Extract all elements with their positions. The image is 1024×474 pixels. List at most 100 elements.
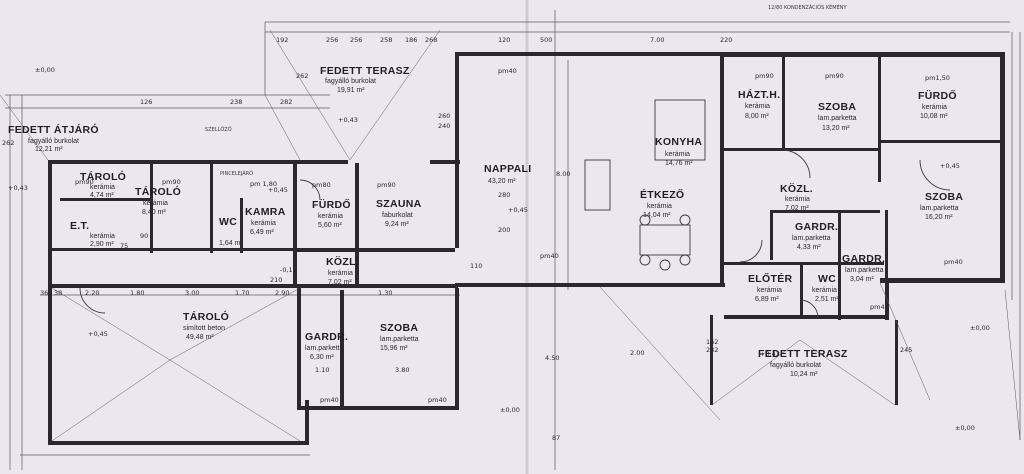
svg-text:kerámia: kerámia <box>922 104 947 111</box>
svg-text:240: 240 <box>438 122 450 130</box>
svg-text:+0,45: +0,45 <box>940 162 960 170</box>
svg-text:fagyálló burkolat: fagyálló burkolat <box>770 362 821 369</box>
svg-text:38: 38 <box>54 289 62 297</box>
svg-text:1.80: 1.80 <box>130 289 144 297</box>
svg-text:kerámia: kerámia <box>318 213 343 220</box>
svg-text:1,64 m²: 1,64 m² <box>219 240 243 247</box>
svg-text:kerámia: kerámia <box>90 233 115 240</box>
svg-text:162: 162 <box>706 338 718 346</box>
svg-text:-0,15: -0,15 <box>280 266 297 274</box>
svg-text:14,04 m²: 14,04 m² <box>643 212 671 219</box>
svg-text:+0,43: +0,43 <box>338 116 358 124</box>
room-name: KÖZL. <box>326 255 359 268</box>
svg-text:2.20: 2.20 <box>85 289 99 297</box>
svg-text:238: 238 <box>230 98 242 106</box>
room-name: FEDETT ÁTJÁRÓ <box>8 123 99 136</box>
svg-text:12,21 m²: 12,21 m² <box>35 146 63 153</box>
svg-text:256: 256 <box>350 36 362 44</box>
svg-text:256: 256 <box>326 36 338 44</box>
svg-text:7.00: 7.00 <box>650 36 664 44</box>
room-name: TÁROLÓ <box>135 185 181 198</box>
svg-text:186: 186 <box>405 36 417 44</box>
svg-text:kerámia: kerámia <box>647 203 672 210</box>
svg-text:kerámia: kerámia <box>665 151 690 158</box>
svg-text:282: 282 <box>706 346 718 354</box>
misc-labels: ±0,00 +0,43 +0,43 +0,45 +0,45 +0,45 +0,4… <box>8 3 990 432</box>
svg-text:282: 282 <box>280 98 292 106</box>
svg-text:±0,00: ±0,00 <box>955 424 975 432</box>
svg-text:43,20 m²: 43,20 m² <box>488 178 516 185</box>
svg-text:2.00: 2.00 <box>630 349 644 357</box>
svg-text:6,89 m²: 6,89 m² <box>755 296 779 303</box>
svg-text:3,04 m²: 3,04 m² <box>850 276 874 283</box>
svg-text:kerámia: kerámia <box>251 220 276 227</box>
svg-text:49,48 m²: 49,48 m² <box>186 334 214 341</box>
room-name: FEDETT TERASZ <box>758 348 848 360</box>
svg-text:pm40: pm40 <box>428 396 447 404</box>
room-name: FÜRDŐ <box>918 89 957 102</box>
room-name: WC <box>219 216 237 228</box>
svg-text:87: 87 <box>552 434 560 442</box>
svg-text:lam.parketta: lam.parketta <box>305 345 344 352</box>
room-name: SZOBA <box>380 322 418 334</box>
room-name: ÉTKEZŐ <box>640 188 684 201</box>
svg-text:+0,43: +0,43 <box>760 350 780 358</box>
room-name: GARDR. <box>795 221 838 233</box>
svg-text:2.90: 2.90 <box>275 289 289 297</box>
room-name: E.T. <box>70 220 89 232</box>
svg-text:10,24 m²: 10,24 m² <box>790 371 818 378</box>
svg-text:±0,00: ±0,00 <box>500 406 520 414</box>
dimension-frames <box>5 10 1021 470</box>
svg-text:pm40: pm40 <box>320 396 339 404</box>
svg-text:pm40: pm40 <box>944 258 963 266</box>
svg-text:pm40: pm40 <box>870 303 889 311</box>
svg-text:lam.parketta: lam.parketta <box>920 205 959 212</box>
svg-text:+0,45: +0,45 <box>508 206 528 214</box>
svg-text:15,96 m²: 15,96 m² <box>380 345 408 352</box>
svg-text:262: 262 <box>2 139 14 147</box>
room-name: SZOBA <box>818 101 856 113</box>
svg-text:pm80: pm80 <box>312 181 331 189</box>
room-name: NAPPALI <box>484 163 531 175</box>
svg-text:kerámia: kerámia <box>785 196 810 203</box>
svg-text:245: 245 <box>900 346 912 354</box>
room-name: KÖZL. <box>780 182 813 195</box>
room-name: SZOBA <box>925 191 963 203</box>
room-name: KONYHA <box>655 136 702 148</box>
svg-text:1.10: 1.10 <box>315 366 329 374</box>
svg-text:268: 268 <box>425 36 437 44</box>
svg-text:3.80: 3.80 <box>395 366 409 374</box>
svg-text:kerámia: kerámia <box>90 184 115 191</box>
svg-text:SZELLŐZŐ: SZELLŐZŐ <box>205 126 232 133</box>
walls <box>48 52 1005 445</box>
svg-text:+0,45: +0,45 <box>268 186 288 194</box>
svg-text:6,30 m²: 6,30 m² <box>310 354 334 361</box>
dimension-numbers: 192 256 262 238 282 126 258 186 268 262 … <box>2 36 912 442</box>
svg-text:90: 90 <box>140 232 148 240</box>
roof-hatching <box>0 29 1021 442</box>
svg-text:lam.parketta: lam.parketta <box>845 267 884 274</box>
svg-text:pm40: pm40 <box>540 252 559 260</box>
svg-text:210: 210 <box>270 276 282 284</box>
svg-text:500: 500 <box>540 36 552 44</box>
room-name: TÁROLÓ <box>80 170 126 183</box>
room-name: FEDETT TERASZ <box>320 65 410 77</box>
svg-text:126: 126 <box>140 98 152 106</box>
svg-text:kerámia: kerámia <box>328 270 353 277</box>
room-name: ELŐTÉR <box>748 272 793 285</box>
svg-text:+0,45: +0,45 <box>88 330 108 338</box>
svg-text:lam.parketta: lam.parketta <box>380 336 419 343</box>
svg-text:258: 258 <box>380 36 392 44</box>
svg-text:262: 262 <box>296 72 308 80</box>
svg-text:16,20 m²: 16,20 m² <box>925 214 953 221</box>
svg-text:8,00 m²: 8,00 m² <box>745 113 769 120</box>
svg-text:19,91 m²: 19,91 m² <box>337 87 365 94</box>
svg-text:12/80 KONDENZÁCIÓS KÉMÉNY: 12/80 KONDENZÁCIÓS KÉMÉNY <box>768 3 848 11</box>
svg-text:pm90: pm90 <box>162 178 181 186</box>
svg-text:110: 110 <box>470 262 482 270</box>
room-name: KAMRA <box>245 206 286 218</box>
svg-text:kerámia: kerámia <box>745 103 770 110</box>
svg-text:36: 36 <box>40 289 48 297</box>
